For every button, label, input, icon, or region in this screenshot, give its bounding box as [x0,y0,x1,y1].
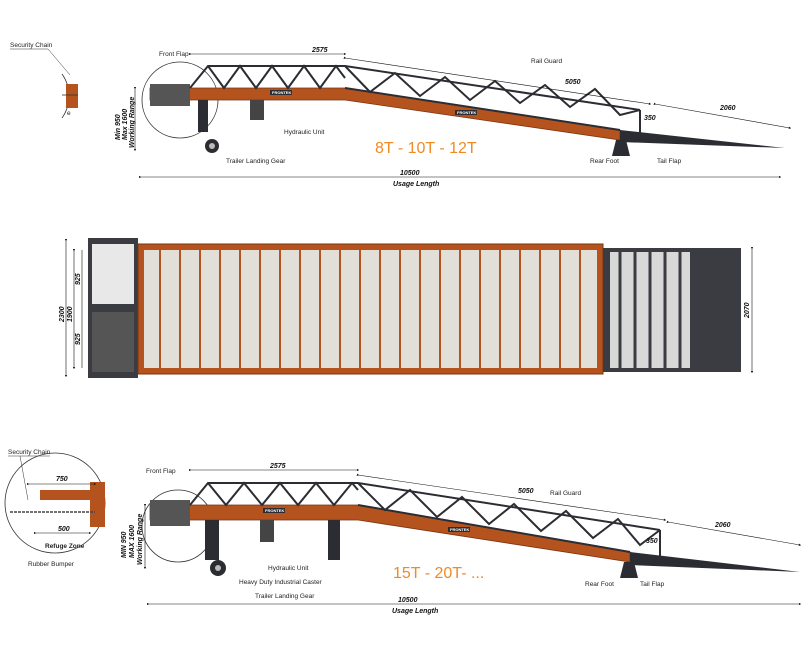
dim-2575-top: 2575 [311,47,328,54]
brand-plate-3c [448,527,470,532]
max-1600-label-top: Max 1600 [122,109,129,140]
dim-2060-bottom: 2060 [714,522,731,529]
plan-grating [144,250,597,368]
rear-foot-label: Rear Foot [590,158,619,165]
detail-marker: e [67,110,71,117]
capacity-label-top: 8T - 10T - 12T [375,140,477,157]
dim-500: 500 [58,526,70,533]
plan-flap-panel-upper [92,244,134,304]
caster-label: Heavy Duty Industrial Caster [239,579,323,586]
dim-350-bottom: 350 [646,538,658,545]
dim-1900: 1900 [67,306,74,322]
refuge-zone-wall [90,482,105,527]
landing-gear-bottom [205,520,219,560]
front-flap [150,84,190,106]
caster-hub [209,143,215,149]
detail-circle-top [61,73,78,119]
dim-5050-bottom: 5050 [518,488,534,495]
tail-flap-bottom [630,552,800,572]
dim-925-upper: 925 [75,273,82,285]
dim-10500-top: 10500 [400,170,420,177]
security-chain-label-bottom: Security Chain [8,449,51,456]
plan-view: 2300 1900 925 925 2070 [59,238,754,378]
dim-350-top: 350 [644,115,656,122]
rear-leg-bottom [328,520,340,560]
plan-flap-panel-lower [92,312,134,372]
brand-plate-3b: FRONTEK [450,527,469,532]
capacity-label-bottom: 15T - 20T- ... [393,565,484,582]
tail-flap [620,130,785,148]
dim-5050-top: 5050 [565,79,581,86]
rear-foot-bottom [620,562,638,578]
usage-length-label-top: Usage Length [393,181,439,188]
side-view-bottom: Security Chain 750 500 Refuge Zone Rubbe… [4,449,802,615]
brand-plate-3: FRONTEK [265,508,284,513]
plan-tail-bars [618,252,682,368]
brand-plate-1: FRONTEK [272,90,291,95]
brand-plate-3a [263,508,285,513]
max-1600-label-bottom: MAX 1600 [129,525,136,558]
dim-750: 750 [56,476,68,483]
dim-10500-bottom: 10500 [398,597,418,604]
side-view-top: Security Chain e Front Flap FRONTEK FRON… [10,42,792,188]
brand-plate-1c [455,110,477,115]
min-950-label-bottom: MIN 950 [121,531,128,558]
front-flap-label-bottom: Front Flap [146,468,176,475]
rail-guard-label-bottom: Rail Guard [550,490,581,497]
hydraulic-unit-bottom [260,520,274,542]
landing-gear-leg [198,100,208,132]
hydraulic-unit [250,100,264,120]
rear-foot [612,140,630,156]
working-range-label-top: Working Range [129,97,136,148]
dim-2060-top: 2060 [719,105,736,112]
front-flap-bottom [150,500,190,526]
usage-length-label-bottom: Usage Length [392,608,438,615]
tail-flap-label: Tail Flap [657,158,682,165]
caster-hub-bottom [215,565,221,571]
dim-2575-bottom: 2575 [269,463,286,470]
tail-flap-label-bottom: Tail Flap [640,581,665,588]
security-chain-label: Security Chain [10,42,53,49]
working-range-label-bottom: Working Range [137,514,144,565]
hydraulic-unit-label-bottom: Hydraulic Unit [268,565,309,572]
dim-2070: 2070 [744,302,751,319]
dim-925-lower: 925 [75,333,82,345]
hydraulic-unit-label: Hydraulic Unit [284,129,325,136]
min-950-label-top: Min 950 [115,114,122,140]
refuge-zone-deck [40,490,105,500]
brand-plate-1a [270,90,292,95]
brand-plate-1b: FRONTEK [457,110,476,115]
plan-grating-bars [159,250,581,368]
rubber-bumper-label: Rubber Bumper [28,561,75,568]
front-flap-label: Front Flap [159,51,189,58]
rear-foot-label-bottom: Rear Foot [585,581,614,588]
trailer-landing-gear-label: Trailer Landing Gear [226,158,286,165]
refuge-zone-label: Refuge Zone [45,543,85,550]
dim-2300: 2300 [59,306,66,323]
trailer-landing-gear-label-bottom: Trailer Landing Gear [255,593,315,600]
rail-guard-label: Rail Guard [531,58,562,65]
